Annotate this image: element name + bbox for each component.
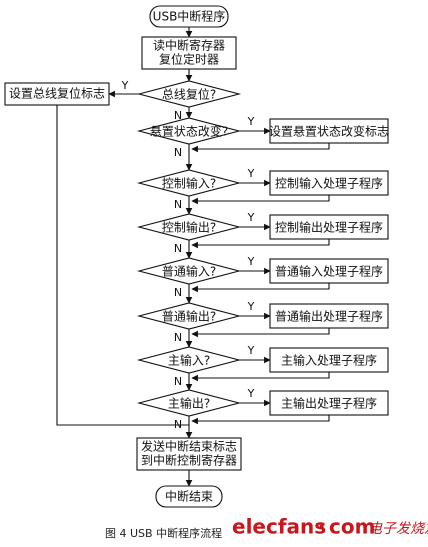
process-7-label: 主输入处理子程序 (281, 353, 377, 368)
decision-2-label: 悬置状态改变? (150, 124, 228, 139)
process-box-6 (269, 303, 389, 329)
process-5-label: 普通输入处理子程序 (275, 264, 383, 279)
no-label-4: N (174, 242, 182, 255)
process-box-8 (269, 390, 389, 416)
return-line-7 (191, 372, 330, 382)
decision-7-label: 主输入? (168, 353, 210, 368)
decision-3 (136, 169, 242, 197)
read-register-label: 读中断寄存器 (153, 38, 225, 53)
no-label-6: N (174, 331, 182, 344)
yes-label-7: Y (247, 344, 255, 357)
yes-label-3: Y (247, 167, 255, 180)
process-2-label: 设置悬置状态改变标志 (269, 124, 389, 139)
figure-caption: 图 4 USB 中断程序流程 (105, 526, 222, 540)
decision-8 (136, 389, 242, 417)
end-send-label-1: 发送中断结束标志 (141, 439, 237, 454)
decision-6-label: 普通输出? (162, 309, 216, 324)
watermark-com: com (329, 515, 375, 539)
no-label-2: N (174, 146, 182, 159)
process-box-3 (269, 170, 389, 196)
process-box-4 (269, 214, 389, 240)
process-box-2 (269, 118, 389, 144)
process-box-7 (269, 347, 389, 373)
watermark-brand: elecfans (232, 515, 326, 539)
yes-label-6: Y (247, 300, 255, 313)
decision-1 (136, 80, 242, 108)
yes-label-4: Y (247, 211, 255, 224)
process-box-5 (269, 258, 389, 284)
return-line-8 (191, 415, 330, 425)
return-line-6 (191, 328, 330, 338)
return-line-4 (191, 239, 330, 249)
bus-reset-yes-label: Y (121, 79, 129, 92)
process-6-label: 普通输出处理子程序 (275, 309, 383, 324)
yes-label-8: Y (247, 387, 255, 400)
yes-label-2: Y (247, 115, 255, 128)
return-line-5 (191, 283, 330, 293)
decision-6 (136, 302, 242, 330)
yes-label-5: Y (247, 255, 255, 268)
decision-7 (136, 346, 242, 374)
read-register-box (141, 36, 237, 70)
decision-5-label: 普通输入? (162, 264, 216, 279)
no-label-3: N (174, 198, 182, 211)
start-terminal (149, 5, 229, 28)
end-terminal (155, 485, 223, 508)
bus-reset-bypass-line (56, 105, 189, 426)
decision-8-label: 主输出? (168, 396, 210, 411)
no-label-5: N (174, 286, 182, 299)
bus-reset-flag-label: 设置总线复位标志 (9, 86, 105, 101)
no-label-8: N (174, 418, 182, 431)
decision-1-label: 总线复位? (162, 87, 216, 102)
return-line-2 (191, 143, 330, 153)
end-send-label-2: 到中断控制寄存器 (141, 453, 237, 468)
watermark-dot: · (318, 515, 326, 539)
process-3-label: 控制输入处理子程序 (275, 176, 383, 191)
decision-2 (136, 117, 242, 145)
end-send-box (136, 437, 242, 471)
return-line-3 (191, 195, 330, 205)
watermark-cn: 电子发烧友 (368, 521, 428, 537)
bus-reset-flag-box (4, 82, 110, 106)
no-label-7: N (174, 375, 182, 388)
decision-4-label: 控制输出? (162, 220, 216, 235)
no-label-1: N (174, 109, 182, 122)
start-label: USB中断程序 (153, 9, 226, 24)
decision-3-label: 控制输入? (162, 176, 216, 191)
process-8-label: 主输出处理子程序 (281, 396, 377, 411)
decision-5 (136, 257, 242, 285)
end-label: 中断结束 (165, 489, 213, 504)
reset-timer-label: 复位定时器 (159, 52, 219, 67)
decision-4 (136, 213, 242, 241)
process-4-label: 控制输出处理子程序 (275, 220, 383, 235)
